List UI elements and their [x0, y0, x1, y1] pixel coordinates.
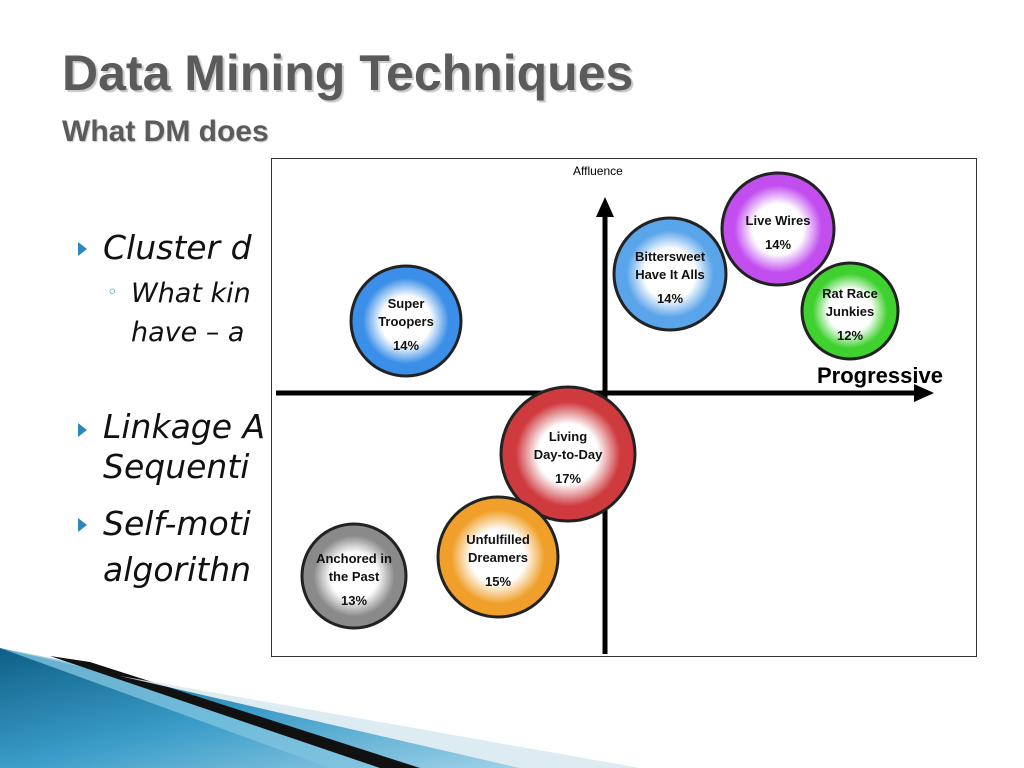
decorative-swoosh [0, 648, 640, 768]
bullet-arrow-icon [78, 242, 87, 256]
cluster-label: the Past [329, 569, 380, 584]
cluster-label: Living [549, 429, 587, 444]
cluster-percent: 17% [555, 471, 581, 486]
cluster-bubble [300, 522, 408, 630]
sub-bullet-marker-icon: ◦ [107, 282, 118, 303]
cluster-bubble [800, 261, 900, 361]
cluster-label: Super [388, 296, 425, 311]
cluster-diagram-canvas: Affluence Progressive SuperTroopers14%Bi… [276, 164, 943, 654]
bullet-3-line-1: Self-moti [103, 504, 251, 543]
cluster-percent: 14% [657, 291, 683, 306]
cluster-bubble [499, 385, 637, 523]
sub-bullet-line-2: have – a [131, 317, 245, 348]
x-axis-arrow-icon [914, 384, 934, 402]
cluster-label: Junkies [826, 304, 874, 319]
cluster-bubble [612, 216, 728, 332]
bullet-2-line-2: Sequenti [103, 447, 250, 486]
cluster-anchored-in-the-past: Anchored in the Past 13% [300, 522, 408, 630]
slide-title: Data Mining Techniques [62, 45, 634, 101]
cluster-label: Troopers [378, 314, 434, 329]
cluster-label: Live Wires [746, 213, 811, 228]
cluster-label: Dreamers [468, 550, 528, 565]
cluster-percent: 12% [837, 328, 863, 343]
x-axis-label: Progressive [817, 363, 943, 388]
cluster-percent: 15% [485, 574, 511, 589]
cluster-label: Anchored in [316, 551, 392, 566]
cluster-label: Bittersweet [635, 249, 706, 264]
cluster-bubble [436, 495, 560, 619]
y-axis-arrow-icon [596, 197, 614, 217]
bullet-arrow-icon [78, 518, 87, 532]
bullet-arrow-icon [78, 423, 87, 437]
cluster-percent: 14% [765, 237, 791, 252]
sub-bullet-line-1: What kin [131, 278, 251, 309]
cluster-bubble [720, 171, 836, 287]
bullet-3-line-2: algorithn [103, 550, 252, 589]
cluster-percent: 13% [341, 593, 367, 608]
cluster-live-wires: Live Wires 14% [720, 171, 836, 287]
cluster-percent: 14% [393, 338, 419, 353]
cluster-label: Rat Race [822, 286, 878, 301]
bullet-2-line-1: Linkage A [103, 407, 266, 446]
cluster-label: Unfulfilled [466, 532, 530, 547]
slide-subtitle: What DM does [62, 115, 269, 148]
cluster-bubble [349, 264, 463, 378]
y-axis-label: Affluence [573, 164, 623, 178]
cluster-label: Have It Alls [635, 267, 705, 282]
cluster-label: Day-to-Day [534, 447, 603, 462]
bullet-1-line-1: Cluster d [103, 228, 252, 267]
